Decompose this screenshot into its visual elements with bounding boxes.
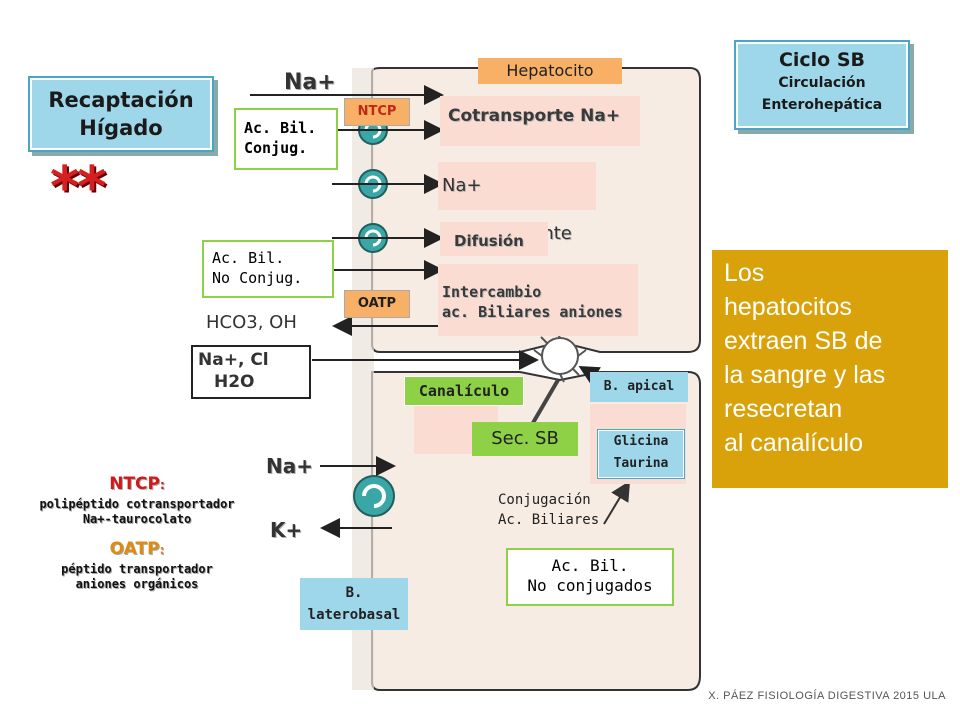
noconj-line-1: Ac. Bil.	[212, 249, 285, 267]
info-line-4: la sangre y las	[724, 361, 886, 389]
stars-mark: **	[50, 155, 107, 220]
b-laterobasal-label: B. laterobasal	[300, 578, 408, 630]
legend-oatp-desc-1: péptido transportador	[61, 562, 213, 576]
conjugacion-line-1: Conjugación	[498, 492, 591, 508]
cycle-line-1: Circulación	[778, 75, 866, 91]
sec-sb-label: Sec. SB	[472, 422, 578, 456]
ntcp-tag: NTCP	[344, 98, 410, 126]
legend: NTCP: polipéptido cotransportador Na+-ta…	[22, 472, 252, 592]
conj-line-2: Conjug.	[244, 139, 308, 157]
legend-oatp-desc-2: aniones orgánicos	[75, 577, 199, 591]
na-top-label: Na+	[284, 70, 336, 95]
legend-oatp-title: OATP:	[22, 537, 252, 562]
intercambio-box: Intercambio ac. Biliares aniones	[438, 264, 638, 336]
k-bottom-label: K+	[270, 518, 303, 542]
pump-icon	[353, 475, 395, 517]
noconjugados-box: Ac. Bil. No conjugados	[506, 548, 674, 606]
difusion-label: Difusión	[440, 222, 548, 256]
noconjugados-line-1: Ac. Bil.	[551, 556, 629, 575]
legend-oatp-name: OATP	[109, 539, 160, 559]
conjugacion-line-2: Ac. Biliares	[498, 512, 600, 528]
title-box: Recaptación Hígado	[30, 78, 212, 150]
intercambio-line-2: ac. Biliares aniones	[442, 303, 623, 321]
legend-oatp-colon: :	[159, 543, 165, 557]
footer-credit: X. PÁEZ FISIOLOGÍA DIGESTIVA 2015 ULA	[708, 690, 946, 702]
taurina-label: Taurina	[613, 456, 669, 471]
cycle-title: Ciclo SB	[778, 49, 866, 71]
info-line-5: resecretan	[724, 395, 843, 423]
oatp-tag: OATP	[344, 290, 410, 318]
arrow-conjugacion	[603, 480, 631, 525]
independiente-label: Na+ independiente	[438, 162, 596, 244]
info-line-3: extraen SB de	[724, 327, 883, 355]
b-apical-label: B. apical	[590, 372, 688, 402]
info-line-6: al canalículo	[724, 429, 863, 457]
title-line-2: Hígado	[79, 116, 163, 140]
cycle-box: Ciclo SB Circulación Enterohepática	[736, 42, 908, 128]
conj-line-1: Ac. Bil.	[244, 119, 317, 137]
membrane-band	[352, 68, 374, 690]
conjugacion-label: Conjugación Ac. Biliares	[498, 490, 599, 530]
nacl-label: Na+, Cl	[198, 350, 269, 370]
hco3-label: HCO3, OH	[206, 312, 297, 333]
title-line-1: Recaptación	[48, 88, 194, 112]
canaliculo-label: Canalículo	[404, 376, 524, 406]
noconjugados-line-2: No conjugados	[527, 576, 653, 595]
legend-ntcp-desc-1: polipéptido cotransportador	[39, 497, 235, 511]
nacl-box	[191, 345, 311, 399]
info-box: Los hepatocitos extraen SB de la sangre …	[712, 250, 948, 488]
na-bottom-label: Na+	[266, 454, 313, 478]
glicina-label: Glicina	[613, 434, 669, 449]
glicina-taurina-box: Glicina Taurina	[598, 430, 684, 478]
legend-ntcp-name: NTCP	[109, 474, 160, 494]
b-laterobasal-line-1: B.	[345, 585, 363, 601]
info-line-2: hepatocitos	[724, 293, 852, 321]
cotransporte-label: Cotransporte Na+	[440, 96, 640, 146]
info-line-1: Los	[724, 259, 765, 287]
arrow-sec-sb	[528, 378, 560, 430]
noconj-box: Ac. Bil. No Conjug.	[202, 240, 334, 298]
legend-ntcp-colon: :	[159, 478, 165, 492]
b-laterobasal-line-2: laterobasal	[307, 607, 401, 623]
conj-box: Ac. Bil. Conjug.	[234, 108, 338, 170]
intercambio-line-1: Intercambio	[442, 283, 542, 301]
hepatocyte-label: Hepatocito	[478, 58, 622, 84]
h2o-label: H2O	[214, 372, 255, 392]
noconj-line-2: No Conjug.	[212, 269, 303, 287]
legend-ntcp-title: NTCP:	[22, 472, 252, 497]
cycle-line-2: Enterohepática	[761, 97, 883, 113]
legend-ntcp-desc-2: Na+-taurocolato	[82, 512, 192, 526]
